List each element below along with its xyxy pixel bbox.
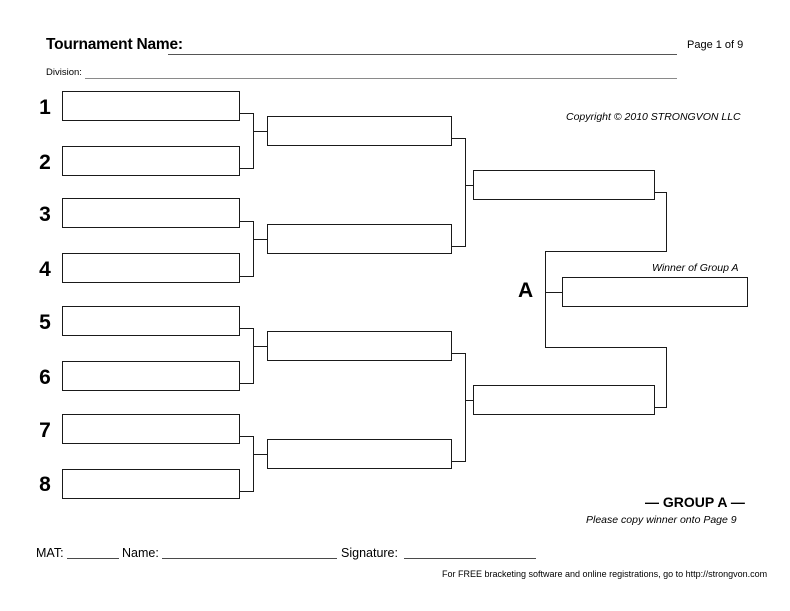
connector-r1-4-stub <box>240 276 254 277</box>
seed-number-1: 1 <box>39 96 51 119</box>
division-label: Division: <box>46 67 82 78</box>
round1-slot-2[interactable] <box>62 146 240 176</box>
connector-r1-5-stub <box>240 328 254 329</box>
round2-slot-3[interactable] <box>267 331 452 361</box>
tournament-name-label: Tournament Name: <box>46 36 183 53</box>
connector-r3-2-run <box>545 347 667 348</box>
round2-slot-2[interactable] <box>267 224 452 254</box>
division-input[interactable] <box>85 78 677 79</box>
connector-r3-2-rise <box>666 348 667 408</box>
seed-number-2: 2 <box>39 151 51 174</box>
seed-number-3: 3 <box>39 203 51 226</box>
signature-label: Signature: <box>341 546 398 560</box>
copyright-notice: Copyright © 2010 STRONGVON LLC <box>566 111 741 123</box>
connector-r1-pair2-bridge <box>253 221 254 276</box>
winner-caption: Winner of Group A <box>652 262 739 274</box>
seed-number-6: 6 <box>39 366 51 389</box>
connector-r1-pair3-bridge <box>253 328 254 383</box>
connector-r1-6-stub <box>240 383 254 384</box>
connector-r1-pair3-out <box>253 346 267 347</box>
connector-r2-2-stub <box>452 246 466 247</box>
group-subtitle: Please copy winner onto Page 9 <box>586 514 737 526</box>
mat-label: MAT: <box>36 546 64 560</box>
connector-final-bridge <box>545 251 546 348</box>
connector-final-out <box>545 292 563 293</box>
connector-r3-2-stub <box>655 407 667 408</box>
round1-slot-7[interactable] <box>62 414 240 444</box>
connector-r2-1-stub <box>452 138 466 139</box>
connector-r1-pair1-bridge <box>253 113 254 168</box>
round3-slot-1[interactable] <box>473 170 655 200</box>
connector-r2-bottom-bridge <box>465 353 466 461</box>
connector-r3-1-stub <box>655 192 667 193</box>
connector-r1-7-stub <box>240 436 254 437</box>
seed-number-8: 8 <box>39 473 51 496</box>
name-input[interactable] <box>162 558 337 559</box>
connector-r1-pair4-out <box>253 454 267 455</box>
round1-slot-5[interactable] <box>62 306 240 336</box>
connector-r1-pair2-out <box>253 239 267 240</box>
connector-r1-1-stub <box>240 113 254 114</box>
round1-slot-3[interactable] <box>62 198 240 228</box>
round2-slot-1[interactable] <box>267 116 452 146</box>
connector-r1-8-stub <box>240 491 254 492</box>
round1-slot-8[interactable] <box>62 469 240 499</box>
tournament-name-input[interactable] <box>168 54 677 55</box>
signature-input[interactable] <box>404 558 536 559</box>
round1-slot-1[interactable] <box>62 91 240 121</box>
seed-number-4: 4 <box>39 258 51 281</box>
connector-r1-2-stub <box>240 168 254 169</box>
mat-input[interactable] <box>67 558 119 559</box>
connector-r2-4-stub <box>452 461 466 462</box>
connector-r1-pair1-out <box>253 131 267 132</box>
seed-number-7: 7 <box>39 419 51 442</box>
connector-r2-top-bridge <box>465 138 466 246</box>
round2-slot-4[interactable] <box>267 439 452 469</box>
final-winner-slot[interactable] <box>562 277 748 307</box>
round1-slot-4[interactable] <box>62 253 240 283</box>
group-title: — GROUP A — <box>645 494 745 510</box>
page-indicator: Page 1 of 9 <box>687 39 744 51</box>
round1-slot-6[interactable] <box>62 361 240 391</box>
connector-r2-3-stub <box>452 353 466 354</box>
connector-r3-1-run <box>545 251 667 252</box>
connector-r1-pair4-bridge <box>253 436 254 491</box>
connector-r1-3-stub <box>240 221 254 222</box>
seed-number-5: 5 <box>39 311 51 334</box>
connector-r2-bottom-out <box>465 400 473 401</box>
group-letter-label: A <box>518 279 534 302</box>
connector-r3-1-drop <box>666 192 667 252</box>
round3-slot-2[interactable] <box>473 385 655 415</box>
promo-text: For FREE bracketing software and online … <box>442 569 768 579</box>
name-label: Name: <box>122 546 159 560</box>
connector-r2-top-out <box>465 185 473 186</box>
